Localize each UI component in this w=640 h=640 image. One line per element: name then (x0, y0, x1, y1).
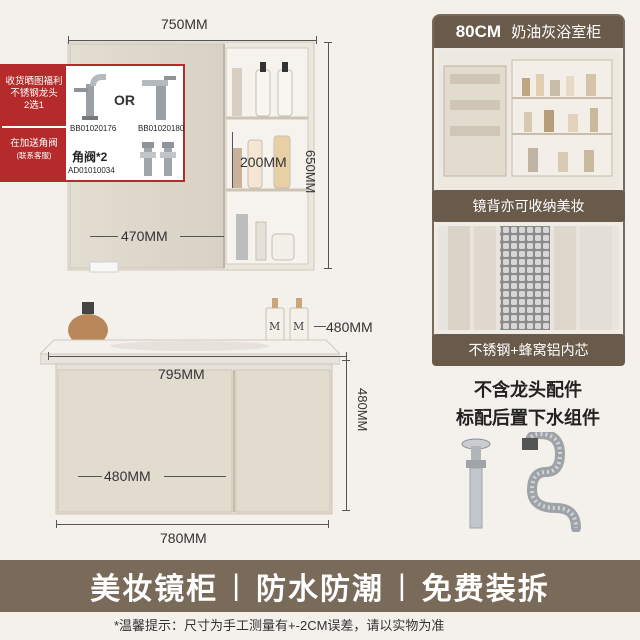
banner-separator: | (232, 569, 242, 602)
promo-extra-line-2: (联系客服) (16, 151, 52, 160)
drain-hose-icon (522, 432, 581, 532)
svg-text:M: M (293, 320, 304, 333)
angle-valve-icon (140, 142, 176, 176)
promo-line-1: 收货晒图福利 (5, 76, 63, 87)
panel-title: 80CM 奶油灰浴室柜 (434, 16, 623, 48)
footer-note: *温馨提示：尺寸为手工测量有+-2CM误差，请以实物为准 (0, 612, 640, 640)
basin-width-line (48, 356, 346, 357)
pop-up-drain-icon (461, 438, 491, 529)
tick (56, 520, 57, 528)
faucet-icon (74, 74, 106, 120)
valve-code: AD01010034 (68, 166, 115, 175)
door-width-line-left (90, 236, 118, 237)
panel-title-text: 奶油灰浴室柜 (511, 24, 602, 41)
no-faucet-note: 不含龙头配件 (474, 380, 582, 400)
cabinet-width-line (56, 524, 328, 525)
drain-kit-note: 标配后置下水组件 (456, 408, 600, 428)
promo-line-2: 不锈钢龙头 (10, 88, 58, 99)
mirror-height-line (328, 42, 329, 268)
honeycomb-core-photo (438, 226, 619, 330)
product-main-area: 750MM 650MM 200MM 470MM 收货晒图福利 不锈钢龙头 2选1… (0, 14, 625, 546)
tick (346, 352, 347, 360)
tick (324, 268, 332, 269)
promo-line-3: 2选1 (23, 100, 45, 111)
mirror-width-line (68, 40, 316, 41)
tick (342, 360, 350, 361)
or-label: OR (114, 92, 135, 108)
cabinet-width-label: 780MM (160, 530, 207, 546)
door-width-line-right (180, 236, 224, 237)
shelf-height-line (232, 132, 233, 188)
mirror-back-storage-photo (438, 52, 619, 188)
svg-text:M: M (269, 320, 280, 333)
mirror-door-width-label: 470MM (121, 228, 168, 244)
faucet-code-2: BB01020180 (138, 124, 185, 133)
shelf-height-label: 200MM (240, 154, 287, 170)
cabinet-door-line-right (164, 476, 226, 477)
basin-width-label: 795MM (158, 366, 205, 382)
caption-mirror-storage: 镜背亦可收纳美妆 (432, 190, 625, 222)
banner-separator: | (398, 569, 408, 602)
basin-depth-label: 480MM (326, 319, 373, 335)
banner-item-waterproof: 防水防潮 (256, 573, 384, 606)
cabinet-height-line (346, 360, 347, 510)
caption-material: 不锈钢+蜂窝铝内芯 (432, 334, 625, 366)
promo-extra-line-1: 在加送角阀 (10, 138, 58, 149)
tick (68, 36, 69, 44)
cabinet-door-width-label: 480MM (104, 468, 151, 484)
cabinet-door-line-left (78, 476, 102, 477)
mirror-height-label: 650MM (303, 150, 318, 194)
tick (328, 520, 329, 528)
banner-item-install: 免费装拆 (421, 573, 550, 606)
promo-valve-tag: 在加送角阀 (联系客服) (2, 128, 66, 180)
banner-item-mirror: 美妆镜柜 (90, 573, 219, 606)
promo-box: 收货晒图福利 不锈钢龙头 2选1 在加送角阀 (联系客服) OR BB01020… (0, 64, 185, 182)
cabinet-height-label: 480MM (355, 388, 370, 432)
promo-faucet-tag: 收货晒图福利 不锈钢龙头 2选1 (2, 66, 66, 126)
tick (342, 510, 350, 511)
tick (316, 36, 317, 44)
tick (48, 352, 49, 360)
faucet-icon (142, 76, 176, 120)
faucet-code-1: BB01020176 (70, 124, 117, 133)
panel-title-size: 80CM (455, 22, 502, 41)
mirror-width-label: 750MM (161, 16, 208, 32)
feature-banner: 美妆镜柜 | 防水防潮 | 免费装拆 (0, 560, 640, 612)
feature-panel: 80CM 奶油灰浴室柜 镜背亦可收纳美妆 (432, 14, 625, 366)
tick (324, 42, 332, 43)
vanity-cabinet-illustration: M M (40, 298, 340, 515)
valve-label: 角阀*2 (72, 150, 108, 164)
basin-depth-line (314, 326, 326, 327)
